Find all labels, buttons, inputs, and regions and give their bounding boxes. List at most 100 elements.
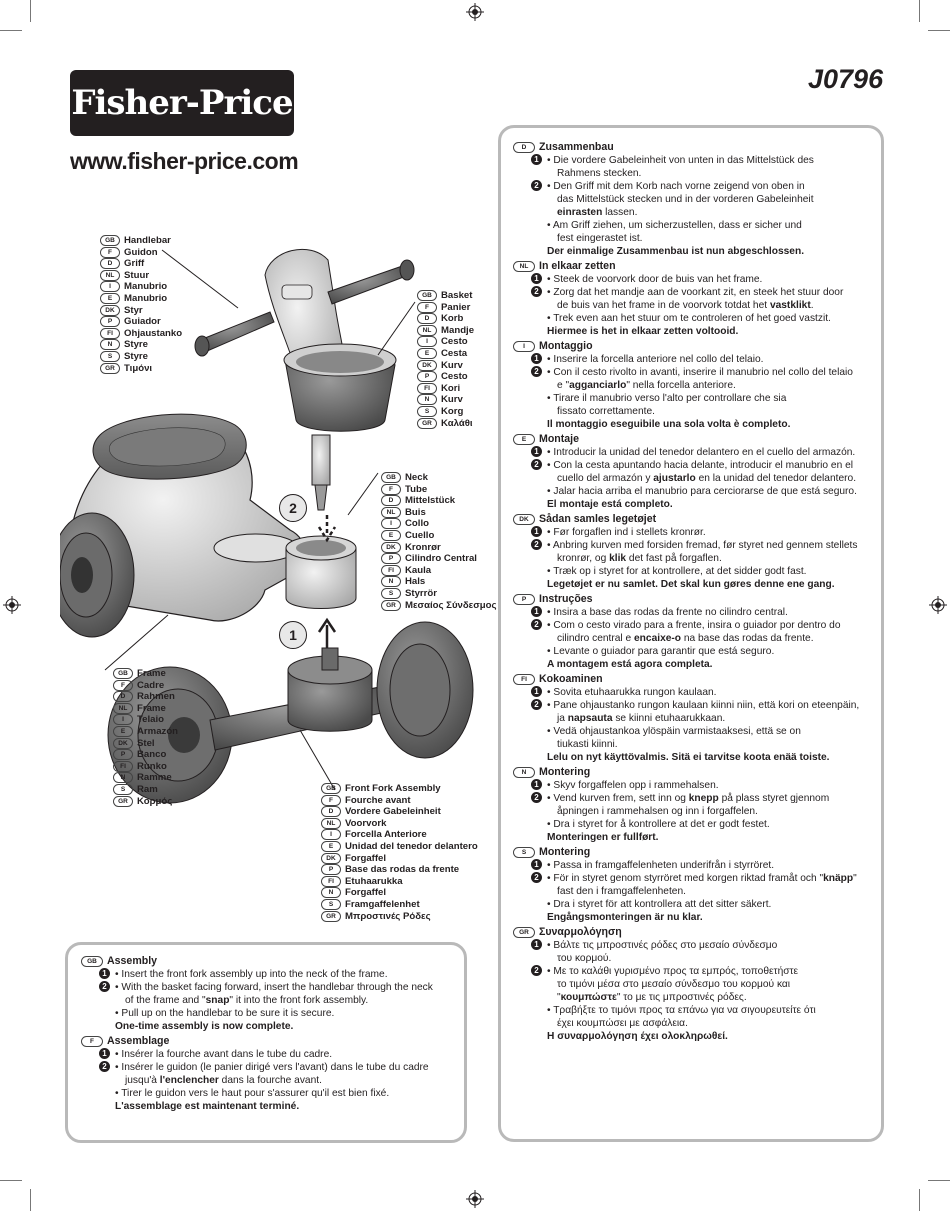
step-continuation: του κορμού.: [513, 952, 875, 965]
step-line: 2• För in styret genom styrröret med kor…: [513, 872, 875, 885]
step-continuation: έχει κουμπώσει με ασφάλεια.: [513, 1017, 875, 1030]
language-badge: DK: [417, 359, 437, 371]
line-text: Lelu on nyt käyttövalmis. Sitä ei tarvit…: [547, 752, 830, 763]
label-text: Styr: [124, 304, 143, 316]
line-text: jusqu'à l'enclencher dans la fourche ava…: [125, 1075, 322, 1086]
frame-drawing: [60, 413, 306, 638]
line-text: cuello del armazón y ajustarlo en la uni…: [557, 473, 857, 484]
step-line: 2• Με το καλάθι γυρισμένο προς τα εμπρός…: [513, 965, 875, 978]
language-badge: GR: [381, 599, 401, 611]
label-text: Voorvork: [345, 817, 387, 829]
line-text: Η συναρμολόγηση έχει ολοκληρωθεί.: [547, 1031, 728, 1042]
language-badge: I: [100, 281, 120, 293]
line-text: Rahmens stecken.: [557, 168, 642, 179]
label-text: Rahmen: [137, 691, 175, 703]
language-badge: GB: [100, 235, 120, 246]
language-badge: FI: [321, 875, 341, 887]
label-text: Manubrio: [124, 292, 168, 304]
label-fork-row: NL Voorvork: [321, 817, 478, 830]
registration-mark-bottom: [466, 1190, 484, 1208]
language-badge: N: [113, 772, 133, 784]
language-badge: N: [100, 339, 120, 351]
completion-note: Η συναρμολόγηση έχει ολοκληρωθεί.: [513, 1030, 875, 1043]
line-text: έχει κουμπώσει με ασφάλεια.: [557, 1018, 688, 1029]
line-text: • Βάλτε τις μπροστινές ρόδες στο μεσαίο …: [547, 940, 778, 951]
language-badge: N: [513, 767, 535, 778]
line-text: Engångsmonteringen är nu klar.: [547, 912, 703, 923]
step-continuation: fissato correttamente.: [513, 405, 875, 418]
section-heading: Montaggio: [539, 340, 593, 352]
line-text: L'assemblage est maintenant terminé.: [115, 1101, 300, 1112]
step-continuation: einrasten lassen.: [513, 206, 875, 219]
line-text: • Trek even aan het stuur om te controle…: [547, 313, 831, 324]
label-text: Neck: [405, 472, 428, 483]
label-text: Tube: [405, 483, 428, 495]
line-text: fissato correttamente.: [557, 406, 655, 417]
step-number-icon: 2: [99, 1061, 110, 1072]
step-line: 1• Introducir la unidad del tenedor dela…: [513, 446, 875, 459]
language-badge: DK: [113, 737, 133, 749]
label-text: Forcella Anteriore: [345, 829, 427, 841]
label-text: Unidad del tenedor delantero: [345, 840, 478, 852]
line-text: fast den i framgaffelenheten.: [557, 886, 686, 897]
step-number-icon: 2: [531, 180, 542, 191]
label-text: Cuello: [405, 529, 435, 541]
language-badge: E: [321, 840, 341, 852]
line-text: • Com o cesto virado para a frente, insi…: [547, 620, 841, 631]
line-text: • Insérer le guidon (le panier dirigé ve…: [115, 1062, 429, 1073]
line-text: Monteringen er fullført.: [547, 832, 659, 843]
step-line: 1• Før forgaflen ind i stellets kronrør.: [513, 526, 875, 539]
language-badge: FI: [417, 382, 437, 394]
language-badge: E: [381, 529, 401, 541]
line-text: του κορμού.: [557, 953, 612, 964]
language-badge: GB: [321, 783, 341, 794]
step-one-callout: 1: [279, 621, 307, 649]
line-text: • Τραβήξτε το τιμόνι προς τα επάνω για ν…: [547, 1005, 816, 1016]
language-badge: E: [100, 292, 120, 304]
line-text: το τιμόνι μέσα στο μεσαίο σύνδεσμο του κ…: [557, 979, 791, 990]
completion-note: Legetøjet er nu samlet. Det skal kun gør…: [513, 578, 875, 591]
label-text: Etuhaarukka: [345, 875, 403, 887]
label-text: Τιμόνι: [124, 362, 153, 374]
step-number-icon: 2: [531, 619, 542, 630]
section-heading: Assemblage: [107, 1035, 170, 1047]
language-badge: P: [100, 316, 120, 328]
step-continuation: kronrør, og klik det fast på forgaflen.: [513, 552, 875, 565]
language-badge: GR: [417, 417, 437, 429]
language-badge: S: [417, 405, 437, 417]
label-text: Panier: [441, 301, 471, 313]
registration-mark-left: [3, 596, 21, 614]
language-badge: DK: [321, 852, 341, 864]
step-number-icon: 2: [531, 459, 542, 470]
language-badge: NL: [321, 817, 341, 829]
section-heading: Montering: [539, 846, 591, 858]
step-continuation: fest eingerastet ist.: [513, 232, 875, 245]
language-badge: GR: [113, 795, 133, 807]
label-text: Mittelstück: [405, 495, 456, 507]
label-text: Kurv: [441, 394, 463, 406]
step-number-icon: 1: [531, 686, 542, 697]
step-continuation: "κουμπώστε" το με τις μπροστινές ρόδες.: [513, 991, 875, 1004]
